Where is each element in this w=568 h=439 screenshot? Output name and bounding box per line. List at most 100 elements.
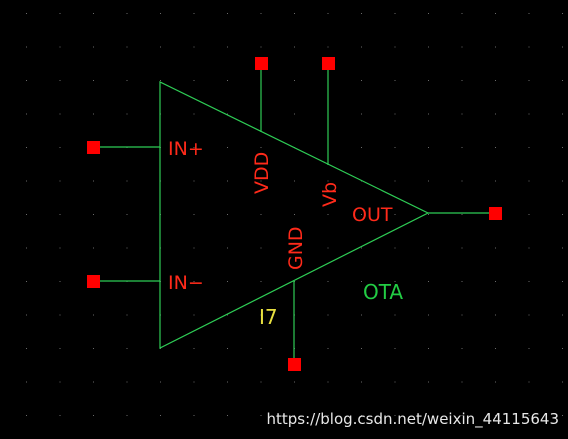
grid-dot — [26, 281, 27, 282]
grid-dot — [461, 13, 463, 14]
grid-dot — [59, 147, 61, 148]
grid-dot — [260, 415, 262, 416]
grid-dot — [562, 348, 563, 349]
grid-dot — [193, 180, 195, 182]
grid-dot — [93, 314, 94, 316]
grid-dot — [528, 113, 530, 115]
grid-dot — [495, 415, 496, 416]
grid-dot — [294, 80, 295, 81]
grid-dot — [93, 113, 94, 115]
grid-dot — [93, 415, 94, 416]
grid-dot — [361, 348, 362, 349]
grid-dot — [361, 113, 362, 115]
grid-dot — [193, 13, 195, 14]
grid-dot — [26, 247, 27, 249]
grid-dot — [126, 247, 128, 249]
grid-dot — [294, 247, 295, 249]
grid-dot — [93, 247, 94, 249]
grid-dot — [361, 381, 362, 383]
grid-dot — [327, 46, 329, 48]
grid-dot — [193, 46, 195, 48]
grid-dot — [394, 314, 396, 316]
grid-dot — [93, 80, 94, 81]
grid-dot — [59, 13, 61, 14]
grid-dot — [562, 314, 563, 316]
grid-dot — [327, 180, 329, 182]
grid-dot — [495, 46, 496, 48]
grid-dot — [361, 247, 362, 249]
pin-gnd[interactable] — [288, 358, 301, 371]
grid-dot — [294, 214, 295, 215]
grid-dot — [126, 46, 128, 48]
pin-vdd[interactable] — [255, 57, 268, 70]
grid-dot — [126, 214, 128, 215]
grid-dot — [93, 214, 94, 215]
grid-dot — [59, 281, 61, 282]
ota-triangle-symbol[interactable] — [159, 81, 430, 349]
grid-dot — [26, 381, 27, 383]
grid-dot — [126, 113, 128, 115]
grid-dot — [260, 180, 262, 182]
grid-dot — [126, 180, 128, 182]
pin-vb[interactable] — [322, 57, 335, 70]
grid-dot — [26, 348, 27, 349]
grid-dot — [26, 13, 27, 14]
grid-dot — [528, 348, 530, 349]
grid-dot — [193, 381, 195, 383]
grid-dot — [160, 348, 161, 349]
grid-dot — [428, 281, 429, 282]
grid-dot — [461, 214, 463, 215]
grid-dot — [528, 214, 530, 215]
grid-dot — [126, 314, 128, 316]
grid-dot — [26, 314, 27, 316]
grid-dot — [562, 80, 563, 81]
grid-dot — [160, 46, 161, 48]
grid-dot — [528, 281, 530, 282]
pin-out[interactable] — [489, 207, 502, 220]
grid-dot — [461, 381, 463, 383]
grid-dot — [227, 46, 228, 48]
grid-dot — [394, 415, 396, 416]
grid-dot — [528, 80, 530, 81]
grid-dot — [260, 314, 262, 316]
grid-dot — [394, 247, 396, 249]
grid-dot — [394, 80, 396, 81]
grid-dot — [428, 348, 429, 349]
grid-dot — [260, 214, 262, 215]
pin-in-minus[interactable] — [87, 275, 100, 288]
grid-dot — [495, 348, 496, 349]
grid-dot — [394, 13, 396, 14]
grid-dot — [193, 147, 195, 148]
grid-dot — [227, 13, 228, 14]
grid-dot — [495, 180, 496, 182]
grid-dot — [193, 113, 195, 115]
grid-dot — [260, 13, 262, 14]
grid-dot — [562, 247, 563, 249]
grid-dot — [495, 80, 496, 81]
grid-dot — [495, 281, 496, 282]
grid-dot — [562, 415, 563, 416]
grid-dot — [461, 314, 463, 316]
grid-dot — [193, 247, 195, 249]
grid-dot — [394, 214, 396, 215]
grid-dot — [428, 113, 429, 115]
grid-dot — [562, 281, 563, 282]
grid-dot — [428, 415, 429, 416]
grid-dot — [361, 314, 362, 316]
grid-dot — [461, 281, 463, 282]
cell-name-label: OTA — [363, 280, 403, 304]
grid-dot — [294, 381, 295, 383]
grid-dot — [495, 314, 496, 316]
grid-dot — [428, 13, 429, 14]
pin-in-plus[interactable] — [87, 141, 100, 154]
grid-dot — [562, 13, 563, 14]
grid-dot — [528, 247, 530, 249]
grid-dot — [528, 147, 530, 148]
grid-dot — [260, 348, 262, 349]
grid-dot — [528, 381, 530, 383]
grid-dot — [562, 180, 563, 182]
grid-dot — [93, 381, 94, 383]
grid-dot — [93, 348, 94, 349]
label-out: OUT — [352, 204, 393, 226]
